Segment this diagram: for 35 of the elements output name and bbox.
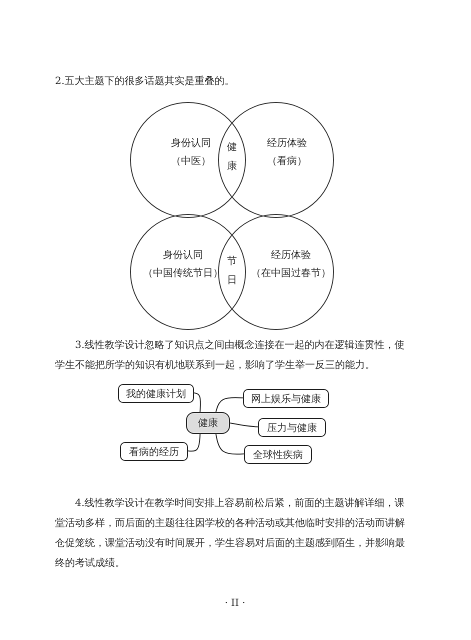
topic-box — [258, 418, 326, 437]
connector-line — [215, 434, 244, 455]
topic-box — [120, 442, 188, 461]
topic-box — [243, 389, 329, 408]
venn-circle — [130, 214, 246, 330]
central-topic-box — [186, 412, 230, 434]
circle-label: （在中国过春节） — [251, 266, 331, 281]
circle-label: 身份认同 — [171, 137, 211, 151]
connector-line — [230, 422, 258, 428]
topic-label: 全球性疾病 — [253, 448, 303, 462]
topic-box — [118, 384, 194, 403]
circle-label: 经历体验 — [267, 137, 307, 151]
overlap-label: 节日 — [227, 254, 237, 288]
connector-line — [215, 397, 244, 412]
topic-label: 我的健康计划 — [126, 388, 186, 400]
circle-label: 身份认同 — [163, 249, 203, 263]
circle-label: （中医） — [171, 154, 211, 169]
paragraph: 3.线性教学设计忽略了知识点之间由概念连接在一起的内在逻辑连贯性，使学生不能把所学的知识有机地联系到一起，影响了学生举一反三的能力。 — [55, 338, 406, 373]
topic-label: 健康 — [198, 416, 218, 430]
circle-label: （中国传统节日） — [143, 266, 223, 281]
venn-circle — [218, 102, 334, 218]
topic-label: 网上娱乐与健康 — [251, 392, 321, 406]
paragraph: 4.线性教学设计在教学时间安排上容易前松后紧，前面的主题讲解详细，课堂活动多样，而后面的主题往往因学校的各种活动或其他临时安排的活动而讲解仓促笼统，课堂活动没有时间展开，学生容易对后面的主题感到陌生，并影响最终的考试成绩。 — [55, 496, 406, 571]
circle-label: 经历体验 — [271, 249, 311, 263]
heading-sentence: 2.五大主题下的很多话题其实是重叠的。 — [55, 74, 236, 88]
connector-line — [188, 434, 201, 452]
venn-circle — [130, 102, 246, 218]
circle-label: （看病） — [267, 154, 307, 169]
topic-box — [244, 445, 312, 464]
connector-line — [194, 392, 201, 412]
topic-label: 压力与健康 — [267, 422, 317, 434]
venn-circle — [218, 214, 334, 330]
page-number: · II · — [224, 598, 246, 609]
topic-label: 看病的经历 — [129, 446, 179, 458]
overlap-label: 健康 — [227, 141, 237, 174]
